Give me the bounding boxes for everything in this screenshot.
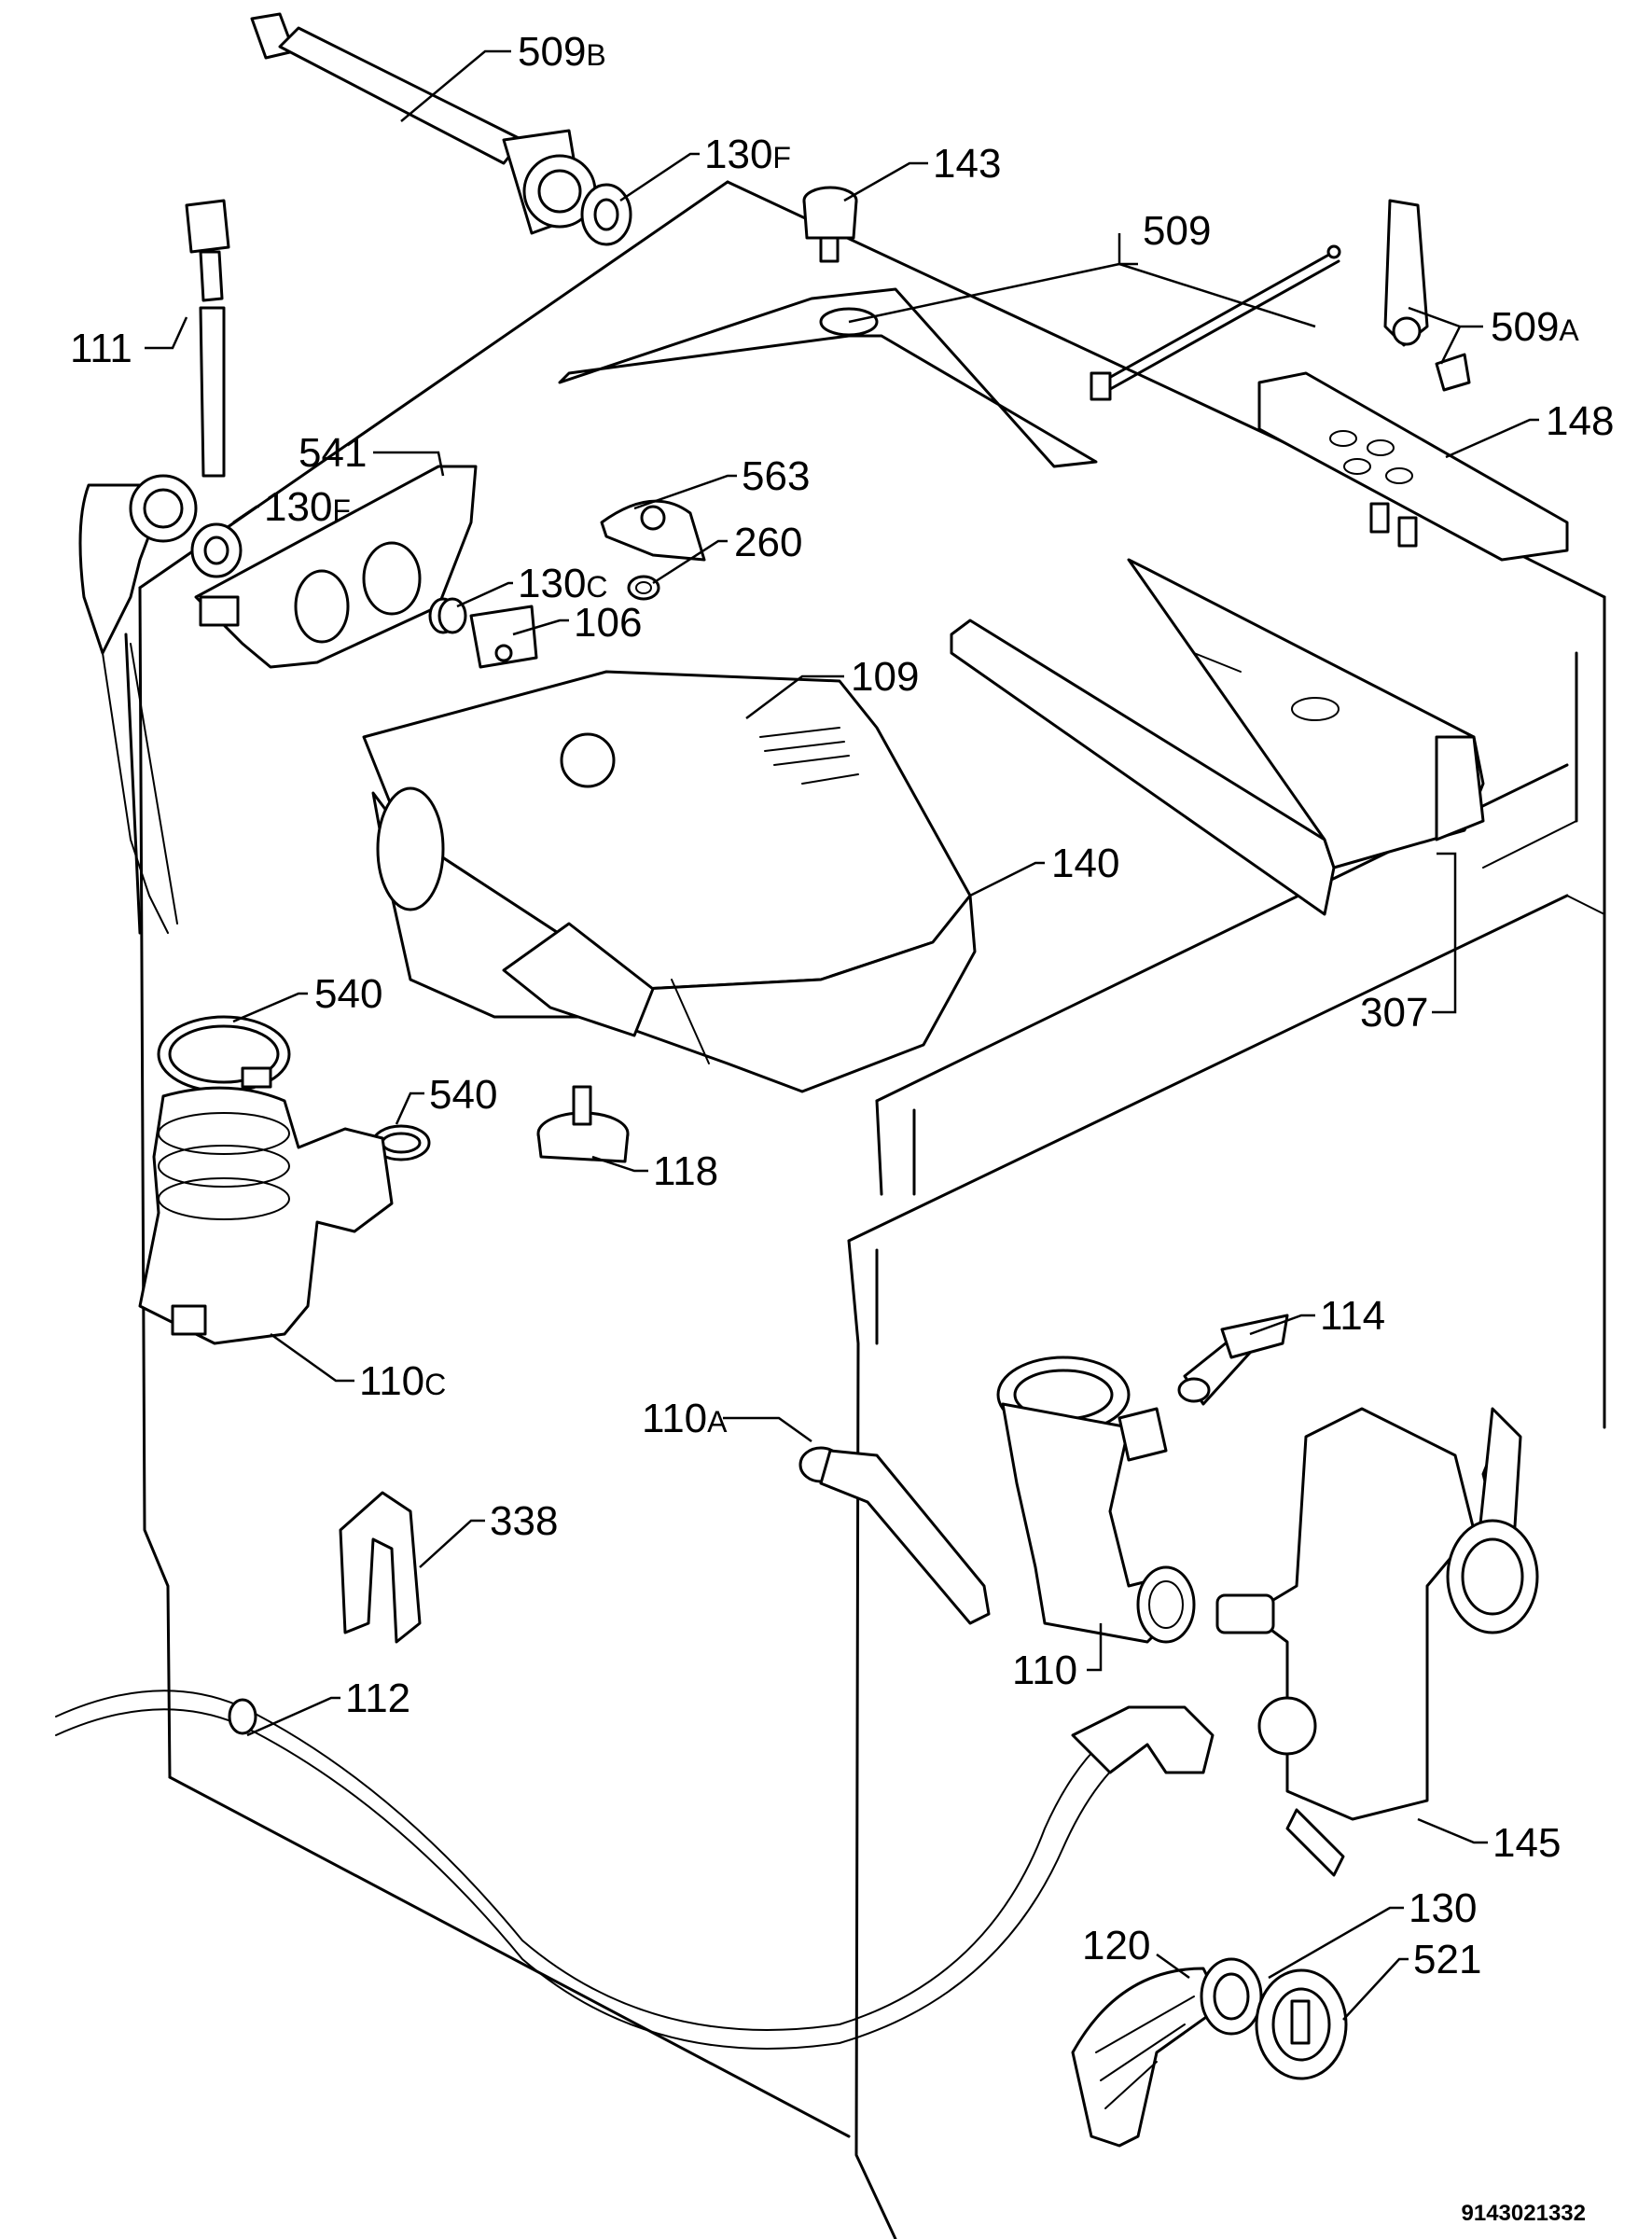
leader-lines — [145, 49, 1539, 2021]
callout-541: 541 — [298, 430, 367, 476]
callout-540-lower: 540 — [429, 1072, 497, 1118]
callout-143: 143 — [933, 141, 1001, 187]
part-148-bracket — [1257, 371, 1569, 562]
part-110-sump-hose — [996, 1356, 1196, 1644]
callout-509: 509 — [1143, 208, 1211, 254]
callout-307: 307 — [1360, 990, 1428, 1036]
callout-260: 260 — [734, 520, 802, 565]
callout-130f-top: 130F — [704, 132, 791, 177]
part-130-gasket — [1200, 1957, 1263, 2036]
callout-111: 111 — [70, 326, 132, 371]
part-140-dispenser-housing — [371, 786, 977, 1093]
part-106-clip — [469, 605, 538, 669]
callout-521: 521 — [1413, 1937, 1481, 1982]
callout-106: 106 — [574, 600, 642, 646]
callout-130: 130 — [1409, 1885, 1477, 1931]
callout-130f-mid: 130F — [264, 484, 351, 530]
part-521-filter-cap — [1255, 1968, 1348, 2080]
part-509-lever — [558, 287, 1098, 468]
part-260-spring — [627, 575, 660, 601]
callout-109: 109 — [851, 654, 919, 700]
callout-509a: 509A — [1491, 304, 1579, 350]
callout-110: 110 — [1012, 1648, 1077, 1693]
part-338-clip — [339, 1491, 422, 1644]
part-110a-small-hose — [798, 1446, 991, 1625]
callout-110a: 110A — [642, 1396, 728, 1441]
part-509a-lever-arm — [1383, 199, 1471, 392]
part-143-knob — [802, 186, 858, 263]
part-540-clamp-large — [157, 1015, 291, 1093]
callout-509b: 509B — [518, 29, 606, 75]
callout-145: 145 — [1492, 1820, 1561, 1866]
part-114-connector — [1177, 1314, 1289, 1406]
part-120-filter — [1071, 1967, 1224, 2148]
part-509-rod — [1090, 244, 1341, 401]
callout-338: 338 — [490, 1498, 558, 1544]
callout-563: 563 — [742, 453, 810, 499]
callout-140: 140 — [1051, 841, 1119, 886]
part-130f-gasket-mid — [190, 522, 243, 578]
part-563-cam — [600, 499, 706, 562]
part-145-pump — [1215, 1407, 1539, 1877]
callout-130c: 130C — [518, 561, 608, 606]
callout-118: 118 — [653, 1148, 718, 1194]
callout-112: 112 — [345, 1676, 410, 1721]
drawing-code: 9143021332 — [1462, 2201, 1586, 2226]
callout-148: 148 — [1546, 398, 1614, 444]
callout-110c: 110C — [359, 1358, 446, 1404]
part-541-control-panel — [194, 465, 478, 669]
part-111-inlet-hose — [78, 199, 230, 934]
callout-114: 114 — [1320, 1293, 1385, 1339]
callout-540-upper: 540 — [314, 971, 382, 1017]
part-112-drain-hose — [55, 1690, 1215, 2050]
part-118-knob — [536, 1085, 630, 1163]
part-509b-inlet-pipe — [250, 12, 597, 235]
callout-120: 120 — [1082, 1923, 1150, 1968]
part-130f-gasket-top — [580, 183, 632, 246]
part-307-drawer — [950, 558, 1485, 916]
part-110c-bellows — [138, 1086, 394, 1345]
part-130c-gasket-small — [428, 597, 467, 634]
